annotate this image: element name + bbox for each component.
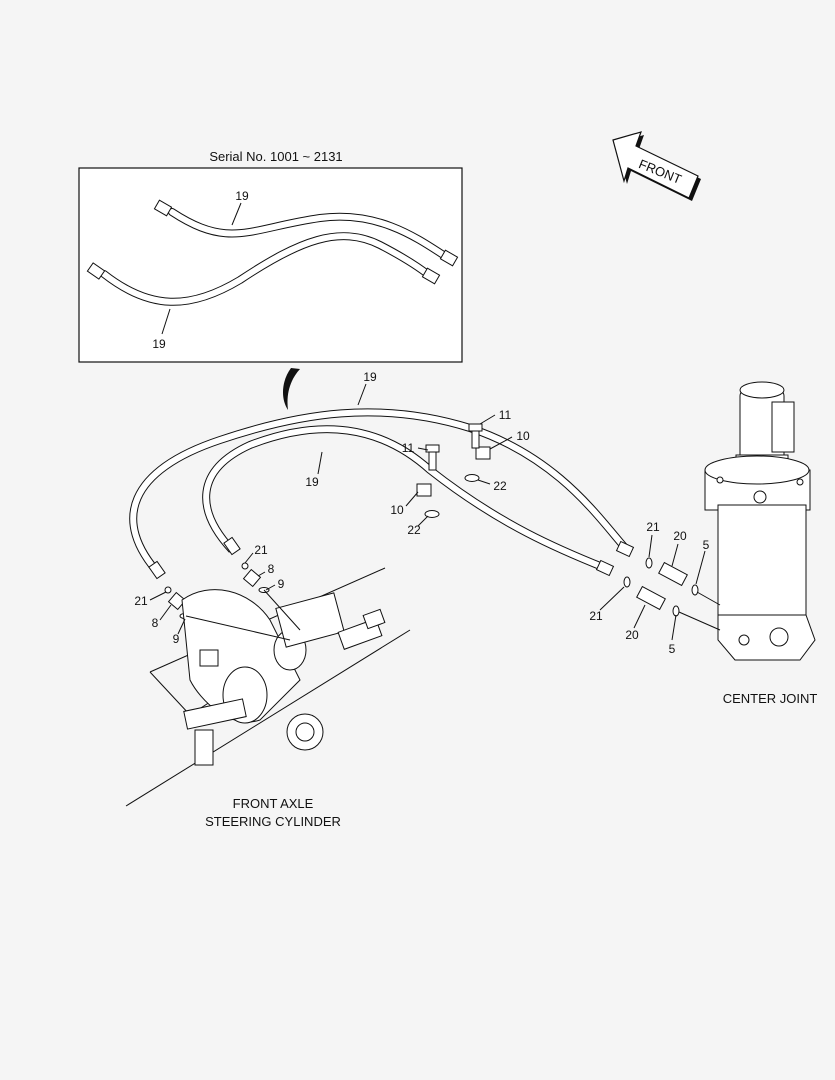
callout-clamp-left: 10 bbox=[390, 503, 404, 517]
callout-oring-right-lower: 21 bbox=[589, 609, 603, 623]
center-joint bbox=[704, 381, 816, 661]
callout-oring-right-upper: 21 bbox=[646, 520, 660, 534]
callout-seal-left-lower: 9 bbox=[173, 632, 180, 646]
callout-clamp-right: 10 bbox=[516, 429, 530, 443]
callout-bolt-right: 11 bbox=[499, 408, 512, 422]
callout-adapter-left-lower: 8 bbox=[152, 616, 159, 630]
callout-bolt-left: 11 bbox=[402, 441, 415, 455]
inset-panel: Serial No. 1001 ~ 2131 19 19 bbox=[78, 149, 463, 363]
callout-hose-lower: 19 bbox=[305, 475, 319, 489]
washer-right bbox=[464, 474, 480, 482]
callout-connector-right-upper: 20 bbox=[673, 529, 687, 543]
callout-seal-right-upper: 5 bbox=[703, 538, 710, 552]
hose-end-fitting bbox=[615, 540, 635, 558]
hose-lower bbox=[202, 425, 607, 572]
clamp-left bbox=[416, 444, 440, 518]
inset-hose-upper bbox=[153, 199, 459, 267]
leader-lines bbox=[149, 383, 721, 641]
callout-adapter-left-upper: 8 bbox=[268, 562, 275, 576]
callout-oring-left-upper: 21 bbox=[254, 543, 268, 557]
inset-title: Serial No. 1001 ~ 2131 bbox=[209, 149, 342, 164]
bolt-right bbox=[471, 429, 480, 449]
hose-end-fitting bbox=[595, 559, 615, 577]
left-fittings bbox=[164, 562, 270, 619]
callout-hose-upper: 19 bbox=[363, 370, 377, 384]
view-arrow-icon bbox=[282, 368, 300, 410]
inset-label-upper: 19 bbox=[235, 189, 249, 203]
front-axle-assembly bbox=[125, 567, 411, 807]
clamp-right bbox=[464, 423, 491, 482]
inset-label-lower: 19 bbox=[152, 337, 166, 351]
hose-end-fitting bbox=[223, 536, 241, 556]
callout-connector-right-lower: 20 bbox=[625, 628, 639, 642]
callout-washer-right: 22 bbox=[493, 479, 507, 493]
front-arrow-icon: FRONT bbox=[612, 131, 701, 201]
caption-steering-cylinder: STEERING CYLINDER bbox=[205, 814, 341, 829]
hose-upper bbox=[129, 408, 630, 578]
caption-front-axle: FRONT AXLE bbox=[233, 796, 314, 811]
callout-labels: 19 19 11 11 10 10 22 22 21 21 8 8 9 9 21… bbox=[134, 370, 709, 656]
inset-hose-lower bbox=[86, 232, 441, 306]
hose-end-fitting bbox=[148, 560, 166, 580]
callout-oring-left-lower: 21 bbox=[134, 594, 148, 608]
callout-seal-right-lower: 5 bbox=[669, 642, 676, 656]
caption-center-joint: CENTER JOINT bbox=[723, 691, 818, 706]
callout-seal-left-upper: 9 bbox=[278, 577, 285, 591]
right-fittings bbox=[623, 557, 699, 617]
washer-left bbox=[424, 510, 440, 518]
bolt-left bbox=[428, 451, 437, 471]
callout-washer-left: 22 bbox=[407, 523, 421, 537]
